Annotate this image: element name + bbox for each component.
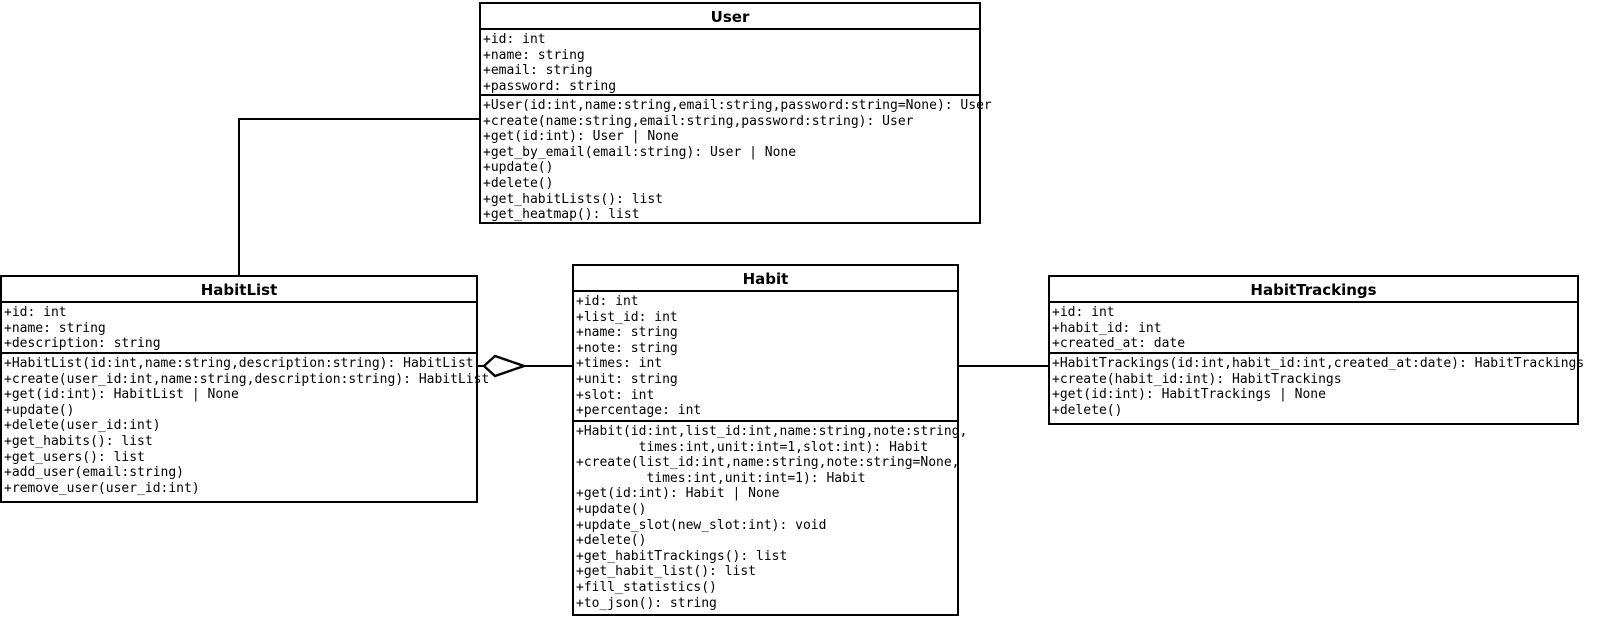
method-line: +delete() — [483, 175, 554, 191]
attribute-line: +created_at: date — [1052, 336, 1186, 352]
class-methods-user: +User(id:int,name:string,email:string,pa… — [481, 94, 992, 223]
attribute-line: +name: string — [4, 320, 106, 336]
method-line: +get_users(): list — [4, 449, 145, 465]
method-line: times:int,unit:int=1,slot:int): Habit — [576, 439, 929, 455]
method-line: +create(name:string,email:string,passwor… — [483, 113, 914, 129]
aggregation-diamond-icon — [482, 353, 528, 383]
attribute-line: +password: string — [483, 78, 617, 94]
attribute-line: +name: string — [576, 325, 678, 341]
method-line: +remove_user(user_id:int) — [4, 480, 200, 496]
attribute-line: +id: int — [576, 294, 639, 309]
method-line: +fill_statistics() — [576, 579, 717, 595]
method-line: +update() — [4, 402, 75, 418]
method-line: +delete(user_id:int) — [4, 418, 161, 434]
method-line: +HabitList(id:int,name:string,descriptio… — [4, 356, 474, 371]
attribute-line: +id: int — [4, 305, 67, 320]
class-box-user[interactable]: User +id: int +name: string +email: stri… — [479, 2, 992, 224]
attribute-line: +unit: string — [576, 371, 678, 387]
method-line: +create(habit_id:int): HabitTrackings — [1052, 371, 1342, 387]
method-line: +update_slot(new_slot:int): void — [576, 517, 827, 533]
method-line: +delete() — [576, 533, 647, 549]
method-line: +HabitTrackings(id:int,habit_id:int,crea… — [1052, 356, 1585, 371]
class-attributes-user: +id: int +name: string +email: string +p… — [481, 30, 979, 94]
attribute-line: +slot: int — [576, 387, 655, 403]
attribute-line: +times: int — [576, 356, 663, 372]
method-line: +get(id:int): Habit | None — [576, 486, 780, 502]
method-line: +get(id:int): HabitTrackings | None — [1052, 387, 1326, 403]
method-line: +get_habitTrackings(): list — [576, 548, 788, 564]
method-line: times:int,unit:int=1): Habit — [576, 470, 866, 486]
method-line: +get_habitLists(): list — [483, 191, 664, 207]
method-line: +update() — [483, 160, 554, 176]
method-line: +get(id:int): HabitList | None — [4, 387, 239, 403]
attribute-line: +email: string — [483, 63, 593, 79]
class-methods-habitlist: +HabitList(id:int,name:string,descriptio… — [2, 352, 490, 497]
attribute-line: +name: string — [483, 47, 585, 63]
attribute-line: +description: string — [4, 336, 161, 352]
method-line: +get_habit_list(): list — [576, 564, 757, 580]
connector-habit-habittrackings — [957, 365, 1050, 367]
class-attributes-habittrackings: +id: int +habit_id: int +created_at: dat… — [1050, 303, 1577, 352]
method-line: +Habit(id:int,list_id:int,name:string,no… — [576, 424, 968, 439]
connector-user-habitlist-horizontal — [238, 118, 480, 120]
method-line: +User(id:int,name:string,email:string,pa… — [483, 98, 992, 113]
method-line: +get_heatmap(): list — [483, 207, 640, 223]
class-attributes-habit: +id: int +list_id: int +name: string +no… — [574, 292, 957, 420]
connector-user-habitlist-vertical — [238, 118, 240, 275]
class-title-habit: Habit — [574, 266, 957, 292]
attribute-line: +list_id: int — [576, 309, 678, 325]
class-box-habit[interactable]: Habit +id: int +list_id: int +name: stri… — [572, 264, 968, 616]
method-line: +create(user_id:int,name:string,descript… — [4, 371, 490, 387]
class-methods-habit: +Habit(id:int,list_id:int,name:string,no… — [574, 420, 968, 616]
attribute-line: +percentage: int — [576, 403, 702, 419]
class-title-habittrackings: HabitTrackings — [1050, 277, 1577, 303]
class-title-habitlist: HabitList — [2, 277, 476, 303]
attribute-line: +note: string — [576, 340, 678, 356]
method-line: +get(id:int): User | None — [483, 129, 679, 145]
method-line: +create(list_id:int,name:string,note:str… — [576, 455, 960, 471]
class-title-user: User — [481, 4, 979, 30]
class-methods-habittrackings: +HabitTrackings(id:int,habit_id:int,crea… — [1050, 352, 1585, 423]
method-line: +update() — [576, 501, 647, 517]
method-line: +to_json(): string — [576, 595, 717, 611]
class-box-habitlist[interactable]: HabitList +id: int +name: string +descri… — [0, 275, 490, 503]
class-box-habittrackings[interactable]: HabitTrackings +id: int +habit_id: int +… — [1048, 275, 1585, 425]
class-attributes-habitlist: +id: int +name: string +description: str… — [2, 303, 476, 352]
method-line: +get_by_email(email:string): User | None — [483, 144, 797, 160]
attribute-line: +id: int — [1052, 305, 1115, 320]
method-line: +delete() — [1052, 402, 1123, 418]
method-line: +add_user(email:string) — [4, 465, 185, 481]
attribute-line: +id: int — [483, 32, 546, 47]
attribute-line: +habit_id: int — [1052, 320, 1162, 336]
method-line: +get_habits(): list — [4, 433, 153, 449]
